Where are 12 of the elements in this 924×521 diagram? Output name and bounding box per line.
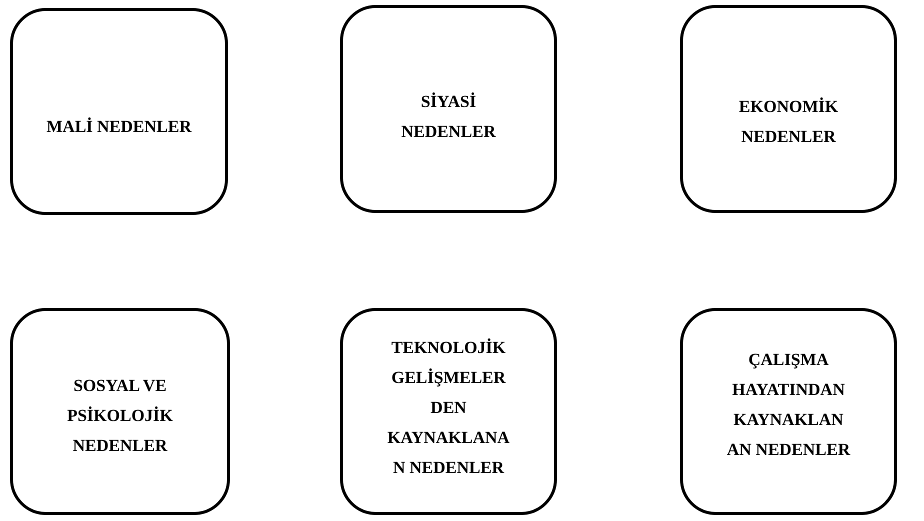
rounded-box [10, 8, 228, 215]
box-label: EKONOMİK NEDENLER [738, 96, 840, 148]
rounded-box [680, 5, 897, 213]
box-label: SİYASİ NEDENLER [400, 91, 497, 143]
box-label: SOSYAL VE PSİKOLOJİK NEDENLER [66, 374, 174, 456]
rounded-box [680, 308, 897, 515]
rounded-box [340, 308, 557, 515]
rounded-box [10, 308, 230, 515]
box-label: MALİ NEDENLER [46, 116, 193, 138]
box-label: ÇALIŞMA HAYATINDAN KAYNAKLAN AN NEDENLER [726, 348, 851, 460]
box-label: TEKNOLOJİK GELİŞMELER DEN KAYNAKLANA N NEDENLER [386, 336, 511, 478]
rounded-box [340, 5, 557, 213]
